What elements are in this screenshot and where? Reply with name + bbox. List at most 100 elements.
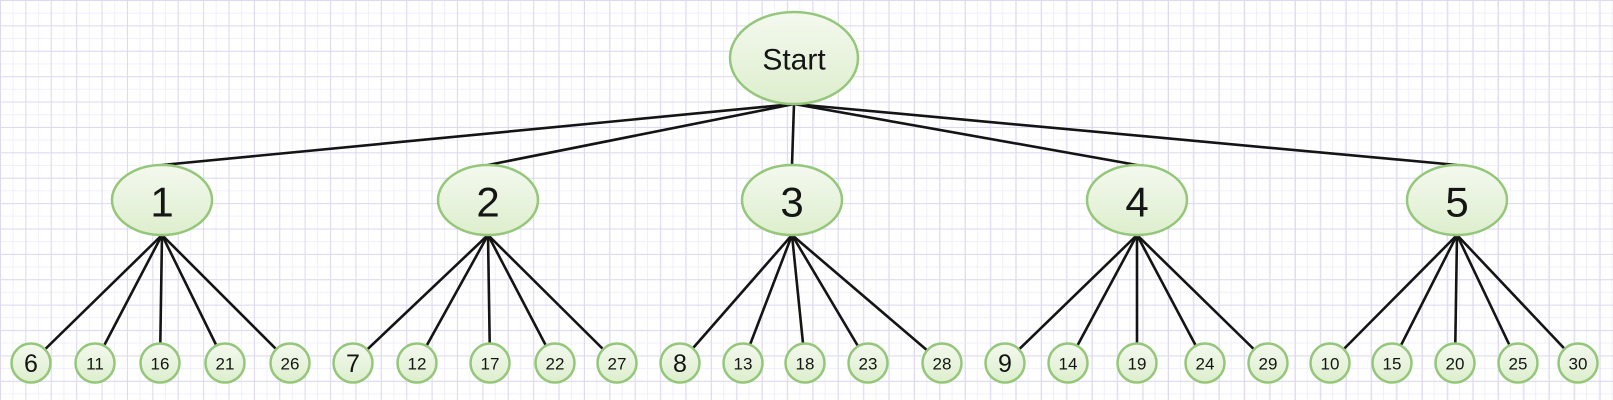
- edge-5-to-20: [1453, 233, 1459, 365]
- leaf-node-shape[interactable]: [1371, 342, 1413, 384]
- node-label: 13: [734, 355, 753, 374]
- leaf-node-shape[interactable]: [469, 342, 511, 384]
- edge-start-to-2: [486, 102, 796, 167]
- tree-node-4[interactable]: [1085, 163, 1189, 237]
- node-label: 29: [1259, 355, 1278, 374]
- tree-leaf-13[interactable]: [722, 342, 764, 384]
- branch-node-shape[interactable]: [740, 163, 844, 237]
- tree-leaf-15[interactable]: [1371, 342, 1413, 384]
- tree-leaf-14[interactable]: [1047, 342, 1089, 384]
- tree-leaf-29[interactable]: [1247, 342, 1289, 384]
- edge-5-to-15: [1390, 233, 1459, 365]
- tree-node-3[interactable]: [740, 163, 844, 237]
- leaf-node-shape[interactable]: [204, 342, 246, 384]
- node-label: 11: [86, 355, 104, 374]
- node-label: 3: [780, 179, 803, 226]
- node-label: 2: [476, 179, 499, 226]
- tree-leaf-20[interactable]: [1434, 342, 1476, 384]
- node-label: 22: [546, 355, 565, 374]
- edge-3-to-8: [678, 233, 794, 365]
- tree-leaf-26[interactable]: [269, 342, 311, 384]
- leaf-node-shape[interactable]: [139, 342, 181, 384]
- node-label: 18: [796, 355, 815, 374]
- leaf-node-shape[interactable]: [1047, 342, 1089, 384]
- node-label: 17: [481, 355, 500, 374]
- leaf-node-shape[interactable]: [1247, 342, 1289, 384]
- leaf-node-shape[interactable]: [1309, 342, 1351, 384]
- tree-leaf-27[interactable]: [596, 342, 638, 384]
- node-label: 21: [216, 355, 235, 374]
- start-node-shape[interactable]: [728, 10, 860, 106]
- leaf-node-shape[interactable]: [1184, 342, 1226, 384]
- leaf-node-shape[interactable]: [1116, 342, 1158, 384]
- edge-3-to-18: [790, 233, 807, 365]
- edge-1-to-16: [158, 233, 164, 365]
- tree-leaf-10[interactable]: [1309, 342, 1351, 384]
- tree-leaf-24[interactable]: [1184, 342, 1226, 384]
- edge-5-to-25: [1455, 233, 1520, 365]
- leaf-node-shape[interactable]: [784, 342, 826, 384]
- edge-5-to-30: [1455, 233, 1580, 365]
- tree-node-start[interactable]: [728, 10, 860, 106]
- tree-leaf-22[interactable]: [534, 342, 576, 384]
- leaf-node-shape[interactable]: [659, 342, 701, 384]
- branch-node-shape[interactable]: [1085, 163, 1189, 237]
- tree-leaf-18[interactable]: [784, 342, 826, 384]
- leaf-node-shape[interactable]: [10, 342, 52, 384]
- tree-leaf-30[interactable]: [1557, 342, 1599, 384]
- node-label: 6: [24, 350, 38, 378]
- tree-leaf-16[interactable]: [139, 342, 181, 384]
- tree-leaf-19[interactable]: [1116, 342, 1158, 384]
- tree-leaf-8[interactable]: [659, 342, 701, 384]
- edge-start-to-3: [790, 102, 796, 167]
- edge-1-to-21: [160, 233, 227, 365]
- edge-1-to-6: [29, 233, 164, 365]
- leaf-node-shape[interactable]: [269, 342, 311, 384]
- tree-leaf-25[interactable]: [1497, 342, 1539, 384]
- tree-node-2[interactable]: [436, 163, 540, 237]
- leaf-node-shape[interactable]: [921, 342, 963, 384]
- leaf-node-shape[interactable]: [722, 342, 764, 384]
- edge-1-to-11: [93, 233, 164, 365]
- branch-node-shape[interactable]: [436, 163, 540, 237]
- edge-5-to-10: [1328, 233, 1459, 365]
- tree-leaf-28[interactable]: [921, 342, 963, 384]
- node-label: 20: [1446, 355, 1465, 374]
- leaf-node-shape[interactable]: [1497, 342, 1539, 384]
- leaf-node-shape[interactable]: [596, 342, 638, 384]
- leaf-node-shape[interactable]: [1557, 342, 1599, 384]
- node-label: 30: [1569, 355, 1588, 374]
- leaf-node-shape[interactable]: [396, 342, 438, 384]
- leaf-node-shape[interactable]: [74, 342, 116, 384]
- branch-node-shape[interactable]: [1405, 163, 1509, 237]
- tree-leaf-9[interactable]: [984, 342, 1026, 384]
- tree-leaf-7[interactable]: [332, 342, 374, 384]
- tree-leaf-21[interactable]: [204, 342, 246, 384]
- edge-start-to-5: [792, 102, 1459, 167]
- node-label: Start: [762, 44, 826, 77]
- node-label: 27: [608, 355, 627, 374]
- node-label: 15: [1383, 355, 1402, 374]
- leaf-node-shape[interactable]: [534, 342, 576, 384]
- edge-2-to-22: [486, 233, 557, 365]
- leaf-node-shape[interactable]: [1434, 342, 1476, 384]
- leaf-node-shape[interactable]: [984, 342, 1026, 384]
- edge-4-to-24: [1135, 233, 1207, 365]
- tree-edges: [29, 102, 1580, 365]
- tree-leaf-6[interactable]: [10, 342, 52, 384]
- edge-4-to-29: [1135, 233, 1270, 365]
- tree-node-1[interactable]: [110, 163, 214, 237]
- tree-leaf-11[interactable]: [74, 342, 116, 384]
- tree-leaf-23[interactable]: [847, 342, 889, 384]
- node-label: 8: [673, 350, 687, 378]
- branch-node-shape[interactable]: [110, 163, 214, 237]
- tree-node-5[interactable]: [1405, 163, 1509, 237]
- tree-leaf-12[interactable]: [396, 342, 438, 384]
- leaf-node-shape[interactable]: [332, 342, 374, 384]
- leaf-node-shape[interactable]: [847, 342, 889, 384]
- edge-2-to-12: [415, 233, 490, 365]
- tree-leaf-17[interactable]: [469, 342, 511, 384]
- node-label: 26: [281, 355, 300, 374]
- edge-1-to-26: [160, 233, 292, 365]
